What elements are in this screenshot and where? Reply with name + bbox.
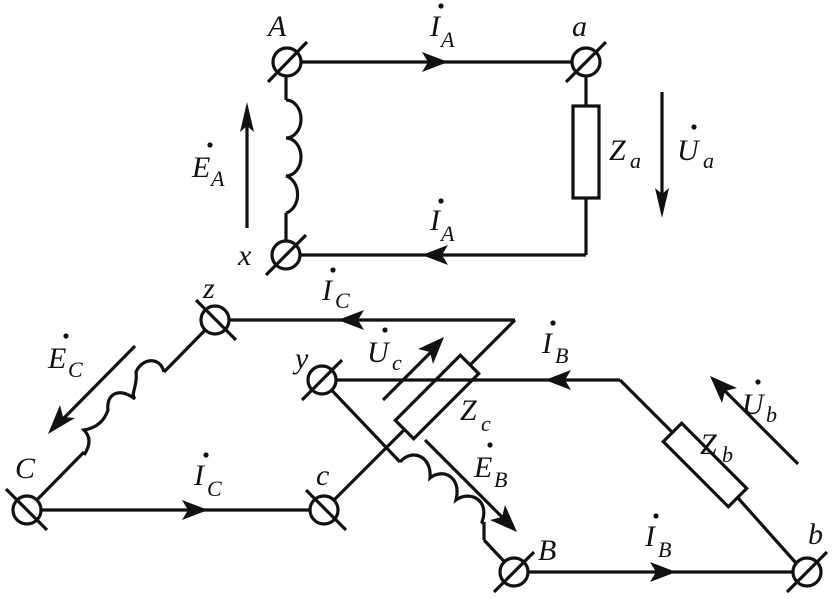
label-I-B-top: I B <box>541 320 568 368</box>
wire-corner-to-Zb <box>618 378 674 434</box>
label-I-B-bottom: I B <box>644 513 671 562</box>
terminals <box>4 40 829 594</box>
svg-text:b: b <box>766 402 777 427</box>
impedance-Zc <box>393 353 481 441</box>
svg-text:I: I <box>429 10 442 43</box>
label-terminal-C: C <box>15 452 36 485</box>
label-terminal-z: z <box>202 272 215 305</box>
quantity-labels: I A I A E A Z a U a I C <box>47 3 777 562</box>
current-arrow-I-C-bottom <box>182 500 208 520</box>
terminal-A <box>266 40 309 84</box>
svg-text:A: A <box>209 166 225 191</box>
label-U-b: U b <box>742 379 777 427</box>
svg-text:U: U <box>742 388 766 421</box>
svg-text:c: c <box>392 350 402 375</box>
svg-text:B: B <box>658 537 671 562</box>
winding-A-coil <box>285 98 303 215</box>
label-U-a: U a <box>677 124 714 173</box>
terminal-labels: A a x z C c y B b <box>15 10 823 567</box>
svg-text:C: C <box>68 357 83 382</box>
terminal-C <box>4 487 49 532</box>
wire-corner-to-Zc <box>468 318 517 367</box>
svg-text:C: C <box>207 476 222 501</box>
label-U-c: U c <box>367 327 402 375</box>
terminal-B <box>492 550 536 594</box>
terminal-z <box>194 298 238 342</box>
winding-C-coil <box>80 359 166 456</box>
label-E-C: E C <box>47 333 83 382</box>
label-E-A: E A <box>191 142 225 191</box>
current-arrow-I-C-top <box>338 310 364 330</box>
svg-text:B: B <box>494 467 507 492</box>
label-I-C-bottom: I C <box>193 452 222 501</box>
voltage-arrowhead-U-a <box>655 188 669 218</box>
terminal-a <box>564 40 608 84</box>
svg-text:E: E <box>191 151 210 184</box>
phase-a-circuit <box>240 52 669 265</box>
label-terminal-A: A <box>266 10 287 43</box>
svg-text:b: b <box>722 442 733 467</box>
voltage-arrowhead-U-c <box>418 337 444 364</box>
current-arrow-I-B-top <box>545 370 571 390</box>
label-terminal-b: b <box>808 518 823 551</box>
impedance-Zb <box>661 421 749 509</box>
svg-text:E: E <box>473 451 492 484</box>
label-terminal-c: c <box>316 459 329 492</box>
wire-Zb-to-b <box>736 496 806 574</box>
winding-B-coil <box>398 453 486 526</box>
svg-text:I: I <box>321 274 334 307</box>
svg-text:A: A <box>439 27 455 52</box>
voltage-arrow-U-c <box>381 346 437 402</box>
label-terminal-x: x <box>237 239 252 272</box>
svg-text:C: C <box>335 288 350 313</box>
label-Z-b: Z b <box>700 428 733 467</box>
voltage-arrow-U-b <box>720 386 800 466</box>
label-I-A-top: I A <box>429 3 455 52</box>
svg-text:B: B <box>555 343 568 368</box>
svg-text:A: A <box>439 221 455 246</box>
svg-text:I: I <box>429 204 442 237</box>
emf-arrowhead-E-C <box>48 405 75 434</box>
terminal-b <box>785 550 829 594</box>
svg-text:Z: Z <box>609 134 626 167</box>
emf-arrowhead-E-B <box>490 505 517 532</box>
terminal-x <box>264 233 308 277</box>
terminal-c <box>304 488 348 532</box>
label-Z-a: Z a <box>609 134 641 173</box>
label-terminal-y: y <box>292 342 309 375</box>
label-terminal-B: B <box>538 534 556 567</box>
current-arrow-I-B-bottom <box>650 562 676 582</box>
svg-text:U: U <box>367 336 391 369</box>
svg-text:I: I <box>644 520 657 553</box>
svg-text:I: I <box>193 459 206 492</box>
emf-arrowhead-E-A <box>240 102 254 132</box>
label-Z-c: Z c <box>460 394 491 436</box>
wire-Zc-to-c <box>322 428 406 512</box>
svg-text:Z: Z <box>460 394 477 427</box>
label-E-B: E B <box>473 442 507 492</box>
svg-text:c: c <box>481 411 491 436</box>
emf-arrow-E-C <box>60 344 137 422</box>
svg-text:Z: Z <box>700 428 717 461</box>
svg-text:I: I <box>541 327 554 360</box>
terminal-y <box>300 358 344 402</box>
current-arrow-I-A-top <box>422 52 448 72</box>
phase-b-circuit <box>320 370 806 582</box>
svg-text:U: U <box>677 134 701 167</box>
phase-c-circuit <box>25 310 517 520</box>
label-I-A-bottom: I A <box>429 198 455 246</box>
svg-text:a: a <box>703 148 714 173</box>
svg-text:a: a <box>630 148 641 173</box>
wire-y-to-coilB <box>320 378 402 464</box>
label-terminal-a: a <box>572 10 587 43</box>
emf-arrow-E-B <box>423 438 507 522</box>
impedance-Za <box>571 104 601 200</box>
voltage-arrowhead-U-b <box>710 376 737 403</box>
current-arrow-I-A-bottom <box>422 245 448 265</box>
svg-text:E: E <box>47 342 66 375</box>
label-I-C-top: I C <box>321 267 350 313</box>
